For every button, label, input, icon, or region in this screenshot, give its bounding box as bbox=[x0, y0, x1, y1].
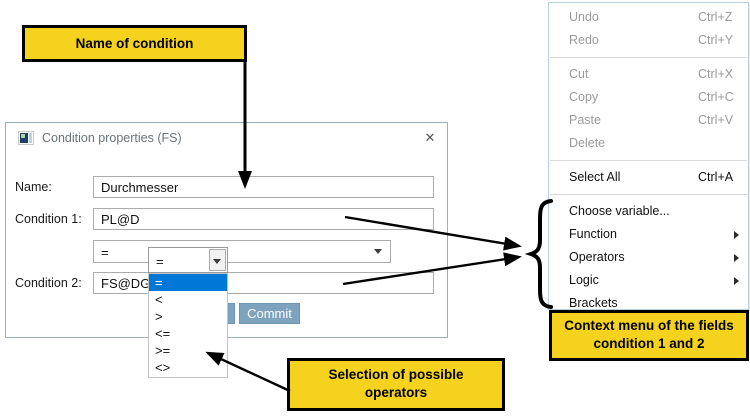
menu-item-delete: Delete bbox=[569, 136, 606, 150]
menu-item-choose-variable[interactable]: Choose variable... bbox=[569, 204, 670, 218]
operator-combobox[interactable]: = bbox=[93, 240, 391, 263]
condition1-input[interactable]: PL@D bbox=[93, 208, 434, 230]
operator-dropdown-value: = bbox=[156, 254, 164, 269]
annotation-context-menu-note: Context menu of the fields condition 1 a… bbox=[549, 310, 749, 361]
name-label: Name: bbox=[15, 180, 52, 194]
operator-option[interactable]: >= bbox=[155, 343, 171, 358]
condition1-label: Condition 1: bbox=[15, 212, 82, 226]
submenu-arrow-icon bbox=[734, 254, 739, 262]
annotation-operators-note: Selection of possible operators bbox=[287, 358, 505, 411]
dialog-icon bbox=[18, 131, 34, 145]
menu-item-brackets[interactable]: Brackets bbox=[569, 296, 618, 310]
dialog-title: Condition properties (FS) bbox=[42, 131, 182, 145]
name-input[interactable]: Durchmesser bbox=[93, 176, 434, 198]
menu-separator bbox=[550, 160, 747, 161]
operator-option[interactable]: <> bbox=[155, 360, 171, 375]
dropdown-arrow-icon bbox=[213, 259, 221, 264]
menu-separator bbox=[550, 57, 747, 58]
operator-dropdown-arrow-button[interactable] bbox=[209, 249, 226, 271]
condition2-label: Condition 2: bbox=[15, 276, 82, 290]
close-icon[interactable]: ✕ bbox=[424, 130, 436, 145]
menu-item-operators[interactable]: Operators bbox=[549, 246, 748, 269]
operator-option[interactable]: > bbox=[155, 309, 163, 324]
operator-dropdown-list: = < > <= >= <> bbox=[148, 273, 228, 378]
operator-dropdown-closed[interactable]: = bbox=[148, 247, 228, 273]
condition2-input[interactable]: FS@DG bbox=[93, 272, 434, 294]
annotation-name-of-condition: Name of condition bbox=[22, 25, 247, 62]
menu-separator bbox=[550, 194, 747, 195]
submenu-arrow-icon bbox=[734, 277, 739, 285]
operator-option[interactable]: <= bbox=[155, 326, 171, 341]
operator-combobox-value: = bbox=[101, 245, 109, 260]
menu-item-logic[interactable]: Logic bbox=[549, 269, 748, 292]
dropdown-arrow-icon[interactable] bbox=[374, 249, 382, 254]
operator-option[interactable]: < bbox=[155, 292, 163, 307]
menu-item-function[interactable]: Function bbox=[549, 223, 748, 246]
commit-button[interactable]: Commit bbox=[239, 303, 300, 324]
submenu-arrow-icon bbox=[734, 231, 739, 239]
dialog-titlebar[interactable]: Condition properties (FS) ✕ bbox=[6, 123, 447, 153]
operator-option[interactable]: = bbox=[149, 274, 227, 291]
